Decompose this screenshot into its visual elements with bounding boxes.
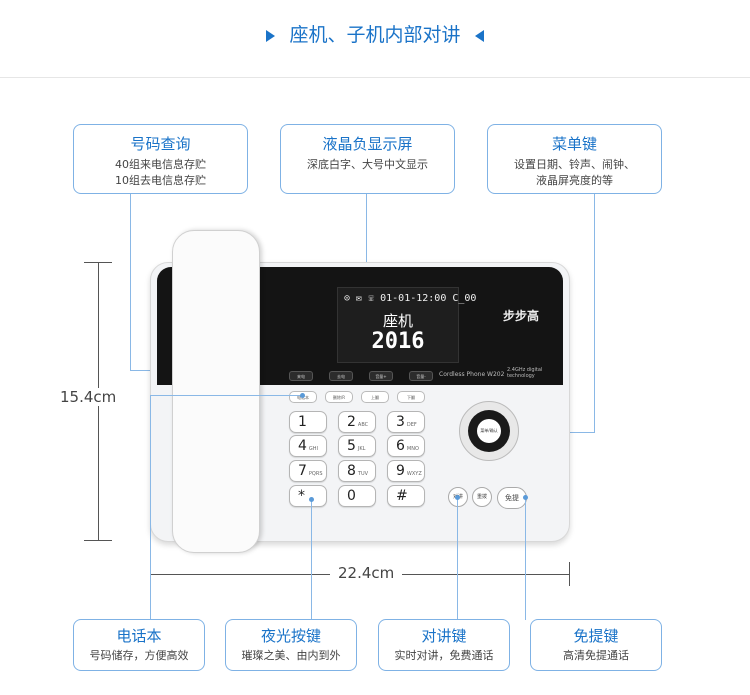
leader-line [150, 395, 302, 396]
page-title: 座机、子机内部对讲 [0, 20, 750, 47]
callout-handsfree: 免提键 高清免提通话 [530, 619, 662, 671]
callout-title: 号码查询 [130, 135, 191, 153]
key-letters: DEF [406, 422, 417, 428]
volume-down-key[interactable]: 音量- [409, 371, 433, 381]
leader-dot [523, 495, 528, 500]
callout-night-light: 夜光按键 璀璨之美、由内到外 [225, 619, 357, 671]
leader-line [130, 194, 131, 370]
leader-line [525, 497, 526, 620]
leader-dot [300, 393, 305, 398]
key-letters: MNO [406, 446, 419, 452]
volume-up-key[interactable]: 音量+ [369, 371, 393, 381]
lcd-mode-text: 座机 [382, 312, 413, 330]
delete-key[interactable]: 删除/R [325, 391, 353, 403]
key-digit: 6 [396, 438, 405, 454]
navigation-ring-inner: 菜单/确认 [468, 410, 510, 452]
key-digit: 5 [347, 438, 356, 454]
leader-line [366, 194, 367, 286]
callout-phonebook: 电话本 号码储存，方便高效 [73, 619, 205, 671]
leader-dot [455, 495, 460, 500]
key-digit: # [396, 488, 408, 504]
callout-intercom: 对讲键 实时对讲，免费通话 [378, 619, 510, 671]
key-digit: 0 [347, 488, 356, 504]
leader-line [311, 500, 312, 620]
outgoing-call-key[interactable]: 去电 [329, 371, 353, 381]
redial-button[interactable]: 重拨 [472, 487, 492, 507]
callout-desc: 号码储存，方便高效 [89, 649, 189, 662]
callout-desc: 液晶屏亮度的等 [536, 174, 613, 187]
key-digit: 1 [298, 414, 307, 430]
callout-desc: 深底白字、大号中文显示 [307, 158, 428, 171]
callout-title: 免提键 [573, 627, 619, 645]
menu-confirm-button[interactable]: 菜单/确认 [477, 419, 501, 443]
lcd-status-row: ⊙ ✉ ☏ 01-01-12:00 C_00 [344, 293, 477, 304]
key-letters: PQRS [308, 471, 323, 477]
callout-menu: 菜单键 设置日期、铃声、闹钟、 液晶屏亮度的等 [487, 124, 662, 194]
callout-desc: 设置日期、铃声、闹钟、 [514, 158, 635, 171]
callout-title: 液晶负显示屏 [322, 135, 413, 153]
callout-title: 电话本 [116, 627, 162, 645]
page-title-text: 座机、子机内部对讲 [289, 24, 461, 46]
callout-title: 对讲键 [421, 627, 467, 645]
callout-desc: 实时对讲，免费通话 [394, 649, 494, 662]
page-down-key[interactable]: 下翻 [397, 391, 425, 403]
leader-dot [309, 497, 314, 502]
width-label: 22.4cm [330, 564, 403, 582]
callout-title: 菜单键 [551, 135, 597, 153]
lcd-year-text: 2016 [371, 329, 425, 354]
leader-line [150, 395, 151, 620]
dimension-tick [569, 562, 570, 586]
leader-line [594, 194, 595, 432]
key-letters: TUV [357, 471, 369, 477]
keypad-hash[interactable]: # [387, 485, 425, 507]
key-digit: 8 [347, 463, 356, 479]
height-label: 15.4cm [60, 388, 117, 406]
key-digit: 2 [347, 414, 356, 430]
lcd-screen: ⊙ ✉ ☏ 01-01-12:00 C_00 座机 2016 [337, 287, 476, 363]
callout-number-lookup: 号码查询 40组来电信息存贮 10组去电信息存贮 [73, 124, 248, 194]
triangle-left-icon [474, 29, 484, 42]
keypad-0[interactable]: 0 [338, 485, 376, 507]
model-label: Cordless Phone W202 [439, 371, 505, 378]
header: 座机、子机内部对讲 [0, 0, 750, 78]
keypad-1[interactable]: 1 [289, 411, 327, 433]
key-digit: 4 [298, 438, 307, 454]
callout-desc: 高清免提通话 [563, 649, 629, 662]
phone-top-panel: ⊙ ✉ ☏ 01-01-12:00 C_00 座机 2016 步步高 2.4GH… [157, 267, 563, 385]
handset[interactable] [172, 230, 260, 553]
incoming-call-key[interactable]: 来电 [289, 371, 313, 381]
dimension-tick [84, 262, 112, 263]
digital-badge: 2.4GHz digital technology [507, 367, 543, 379]
triangle-right-icon [266, 29, 276, 42]
callout-lcd: 液晶负显示屏 深底白字、大号中文显示 [280, 124, 455, 194]
callout-desc: 10组去电信息存贮 [115, 174, 206, 187]
key-digit: 7 [298, 463, 307, 479]
key-digit: 9 [396, 463, 405, 479]
brand-logo: 步步高 [503, 309, 540, 323]
key-letters: WXYZ [406, 471, 422, 477]
key-digit: 3 [396, 414, 405, 430]
key-letters: GHI [308, 446, 319, 452]
desk-phone: ⊙ ✉ ☏ 01-01-12:00 C_00 座机 2016 步步高 2.4GH… [150, 230, 570, 553]
key-letters: ABC [357, 422, 369, 428]
callout-title: 夜光按键 [260, 627, 321, 645]
keypad-star[interactable]: * [289, 485, 327, 507]
page-up-key[interactable]: 上翻 [361, 391, 389, 403]
navigation-ring[interactable]: 菜单/确认 [459, 401, 519, 461]
dimension-tick [84, 540, 112, 541]
key-letters: JKL [357, 446, 366, 452]
callout-desc: 璀璨之美、由内到外 [241, 649, 341, 662]
leader-line [457, 497, 458, 620]
callout-desc: 40组来电信息存贮 [115, 158, 206, 171]
key-digit: * [298, 488, 305, 504]
